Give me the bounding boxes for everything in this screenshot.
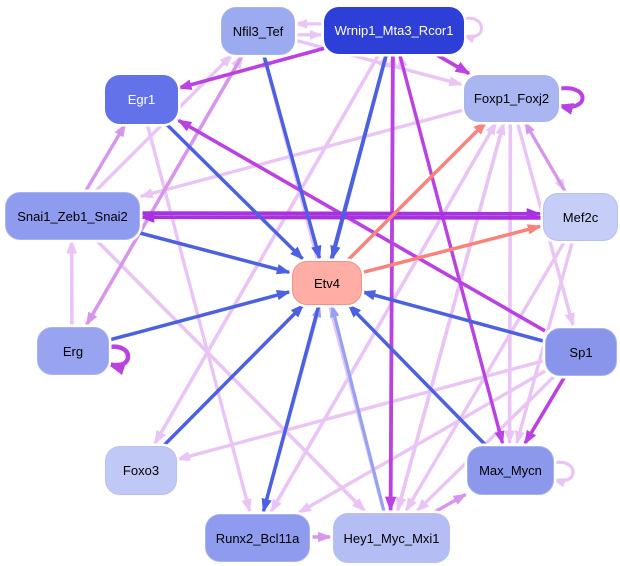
- edge-Etv4-to-Mef2c: [359, 224, 542, 275]
- edge-Sp1-to-Hey1_Myc_Mxi1: [415, 372, 558, 513]
- edge-Foxp1_Foxj2-to-Max_Mycn: [504, 119, 516, 445]
- edge-Nfil3_Tef-to-Erg: [85, 52, 246, 326]
- self-loop-Wrnip1_Mta3_Rcor1: [459, 16, 483, 44]
- self-loop-Max_Mycn: [549, 460, 575, 488]
- node-Foxo3[interactable]: Foxo3: [105, 446, 177, 495]
- node-Max_Mycn[interactable]: Max_Mycn: [467, 446, 554, 495]
- edge-Snai1_Zeb1_Snai2-to-Hey1_Myc_Mxi1: [93, 236, 366, 513]
- edge-Wrnip1_Mta3_Rcor1-to-Foxo3: [153, 51, 382, 445]
- edge-Snai1_Zeb1_Snai2-to-Etv4: [137, 230, 291, 275]
- edge-Snai1_Zeb1_Snai2-to-Egr1: [83, 123, 127, 193]
- edge-Sp1-to-Etv4: [361, 290, 546, 344]
- node-label: Snai1_Zeb1_Snai2: [17, 208, 128, 224]
- edge-Snai1_Zeb1_Snai2-to-Mef2c: [137, 208, 542, 220]
- edge-Hey1_Myc_Mxi1-to-Max_Mycn: [431, 493, 467, 515]
- node-label: Nfil3_Tef: [232, 23, 284, 39]
- self-loop-Erg: [104, 344, 131, 376]
- edge-Foxp1_Foxj2-to-Snai1_Zeb1_Snai2: [139, 108, 465, 199]
- edge-Foxo3-to-Etv4: [162, 303, 305, 448]
- node-Nfil3_Tef[interactable]: Nfil3_Tef: [221, 7, 295, 55]
- node-label: Egr1: [127, 92, 156, 107]
- edge-Wrnip1_Mta3_Rcor1-to-Max_Mycn: [397, 51, 505, 445]
- edge-Etv4-to-Foxp1_Foxj2: [345, 120, 488, 263]
- node-label: Max_Mycn: [479, 463, 542, 478]
- node-Foxp1_Foxj2[interactable]: Foxp1_Foxj2: [464, 75, 559, 122]
- edge-Egr1-to-Etv4: [163, 120, 304, 261]
- edge-Mef2c-to-Foxp1_Foxj2: [523, 121, 568, 194]
- node-label: Runx2_Bcl11a: [215, 530, 300, 546]
- edge-Nfil3_Tef-to-Etv4: [261, 52, 322, 260]
- node-label: Wrnip1_Mta3_Rcor1: [334, 23, 454, 38]
- node-label: Foxo3: [122, 463, 160, 478]
- edge-Erg-to-Etv4: [106, 289, 291, 343]
- node-label: Mef2c: [562, 209, 599, 225]
- node-label: Etv4: [313, 275, 340, 291]
- edge-Max_Mycn-to-Etv4: [347, 303, 488, 448]
- edge-Nfil3_Tef-to-Foxp1_Foxj2: [292, 37, 463, 87]
- edge-Wrnip1_Mta3_Rcor1-to-Hey1_Myc_Mxi1: [384, 51, 397, 512]
- node-Egr1[interactable]: Egr1: [105, 75, 178, 124]
- node-label: Erg: [62, 343, 84, 359]
- node-Wrnip1_Mta3_Rcor1[interactable]: Wrnip1_Mta3_Rcor1: [324, 7, 464, 54]
- edge-Wrnip1_Mta3_Rcor1-to-Egr1: [177, 46, 325, 90]
- node-Snai1_Zeb1_Snai2[interactable]: Snai1_Zeb1_Snai2: [5, 192, 140, 240]
- node-Hey1_Myc_Mxi1[interactable]: Hey1_Myc_Mxi1: [333, 513, 450, 563]
- node-label: Sp1: [569, 344, 593, 360]
- edge-Sp1-to-Max_Mycn: [523, 373, 568, 445]
- node-Runx2_Bcl11a[interactable]: Runx2_Bcl11a: [205, 514, 310, 562]
- edge-Wrnip1_Mta3_Rcor1-to-Foxp1_Foxj2: [430, 50, 471, 76]
- edge-Sp1-to-Egr1: [177, 118, 546, 333]
- edge-Hey1_Myc_Mxi1-to-Etv4: [330, 304, 386, 514]
- node-Sp1[interactable]: Sp1: [545, 328, 617, 376]
- node-Erg[interactable]: Erg: [37, 327, 109, 375]
- edge-Hey1_Myc_Mxi1-to-Foxp1_Foxj2: [395, 121, 506, 514]
- self-loop-Foxp1_Foxj2: [554, 86, 585, 115]
- node-Etv4[interactable]: Etv4: [292, 261, 362, 305]
- edge-Runx2_Bcl11a-to-Foxp1_Foxj2: [268, 121, 498, 515]
- node-label: Hey1_Myc_Mxi1: [343, 530, 440, 546]
- edge-Sp1-to-Runx2_Bcl11a: [297, 369, 546, 514]
- node-Mef2c[interactable]: Mef2c: [543, 193, 618, 241]
- node-label: Foxp1_Foxj2: [473, 91, 550, 106]
